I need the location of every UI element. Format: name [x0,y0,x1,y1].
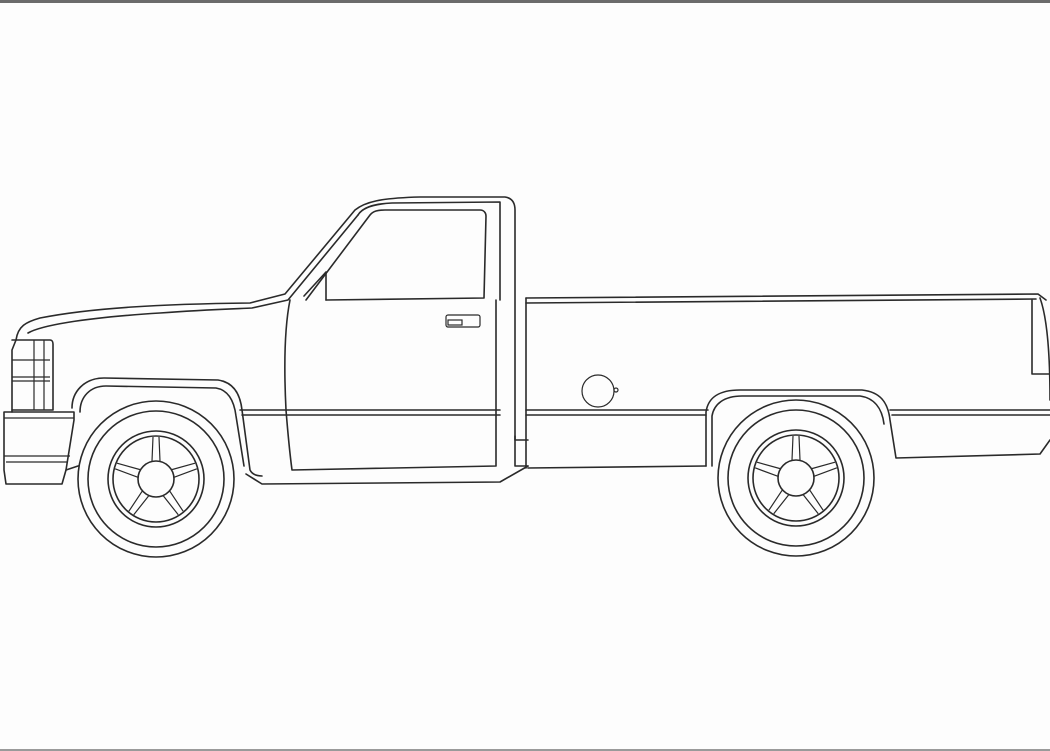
front-rim-inner [112,435,200,523]
front-spokes [114,436,198,516]
front-grille [3,339,79,485]
rear-rim-outer [747,429,845,527]
fuel-door-latch [613,387,619,393]
rear-wheel-arch [705,389,1050,467]
rocker-panel [245,465,529,485]
truck-bed [525,293,1050,469]
front-fender-outline [11,339,17,413]
drawing-canvas [0,3,1050,749]
front-tire-inner [87,410,225,548]
rear-hub [777,459,815,497]
hood-inner-line [27,214,359,334]
rear-wheel [717,399,875,557]
a-pillar [357,201,501,301]
cab-body [11,196,529,485]
tailgate-curve [1039,297,1050,401]
vent-window [303,271,327,301]
bed-top-rail [525,293,1047,301]
door-handle [445,314,481,328]
front-hub [137,460,175,498]
top-frame-rule [0,0,1050,3]
side-window [305,209,487,301]
tailgate-edge [1031,299,1050,375]
bed-bottom-line [527,465,707,469]
rear-wheel-arch-inner [711,395,885,467]
bottom-frame-rule [0,749,1050,751]
headlight-housing [11,339,54,411]
front-wheel [77,400,235,558]
rear-rim-inner [752,434,840,522]
pickup-truck-drawing [3,196,1050,558]
bed-top-rail-inner [525,298,1037,304]
front-tire-outer [77,400,235,558]
front-wheel-arch [71,377,263,477]
front-rim-outer [107,430,205,528]
door-outline [284,299,497,471]
door-handle-inner [447,319,463,326]
rear-tire-inner [727,409,865,547]
rear-spokes [754,435,838,515]
front-wheel-arch-inner [79,385,245,467]
rear-tire-outer [717,399,875,557]
bumper-end [65,465,79,471]
hood-outline [15,196,516,441]
front-bumper [3,411,75,485]
fuel-door [581,374,615,408]
